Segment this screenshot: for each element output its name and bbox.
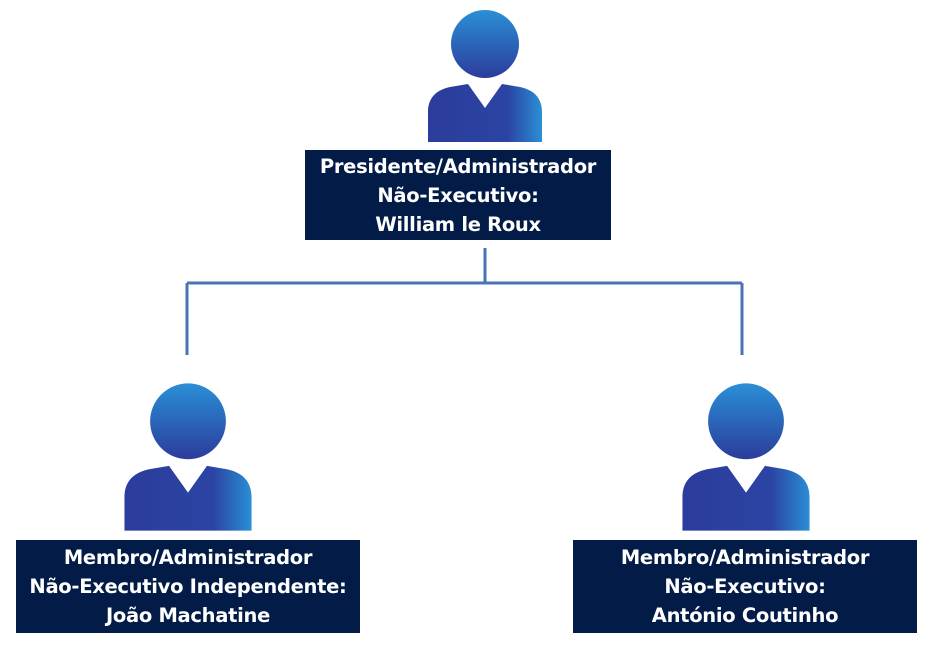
- member-left-label-box: Membro/Administrador Não-Executivo Indep…: [16, 540, 360, 633]
- president-label-box: Presidente/Administrador Não-Executivo: …: [305, 150, 611, 240]
- member-right-role-line2: Não-Executivo:: [664, 575, 826, 598]
- member-left-role-line2: Não-Executivo Independente:: [29, 575, 347, 598]
- president-role-line1: Presidente/Administrador: [319, 154, 597, 178]
- member-right-name: António Coutinho: [651, 604, 839, 627]
- person-icon: [428, 10, 542, 142]
- person-icon: [682, 383, 810, 531]
- president-role-line2: Não-Executivo:: [377, 183, 539, 207]
- person-icon: [124, 383, 252, 531]
- president-name: William le Roux: [375, 212, 541, 236]
- member-left-name: João Machatine: [105, 604, 271, 627]
- member-right-role-line1: Membro/Administrador: [620, 546, 870, 569]
- member-left-role-line1: Membro/Administrador: [63, 546, 313, 569]
- member-right-label-box: Membro/Administrador Não-Executivo: Antó…: [573, 540, 917, 633]
